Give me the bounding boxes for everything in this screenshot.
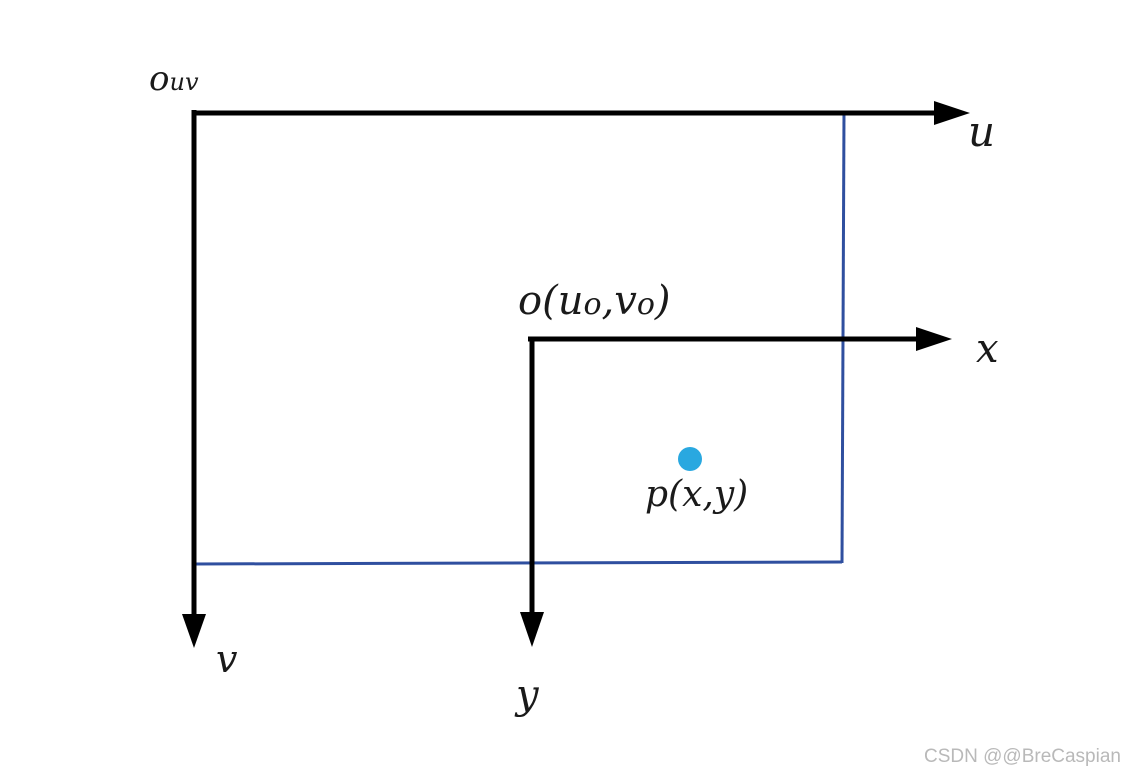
- watermark: CSDN @@BreCaspian: [924, 746, 1121, 767]
- origin-uv-label: ouv: [149, 59, 199, 99]
- x-axis-arrowhead: [916, 327, 952, 351]
- v-axis-label: v: [216, 637, 238, 681]
- x-axis-label: x: [976, 326, 999, 372]
- u-axis-label: u: [968, 107, 995, 156]
- v-axis-arrowhead: [182, 614, 206, 648]
- u-axis-arrowhead: [934, 101, 970, 125]
- y-axis-arrowhead: [520, 612, 544, 647]
- point-p: [678, 447, 702, 471]
- y-axis-label: y: [514, 672, 540, 718]
- origin-xy-label: o(uo,vo): [518, 278, 671, 324]
- point-p-label: p(x,y): [645, 474, 748, 515]
- image-border-bottom: [193, 560, 843, 566]
